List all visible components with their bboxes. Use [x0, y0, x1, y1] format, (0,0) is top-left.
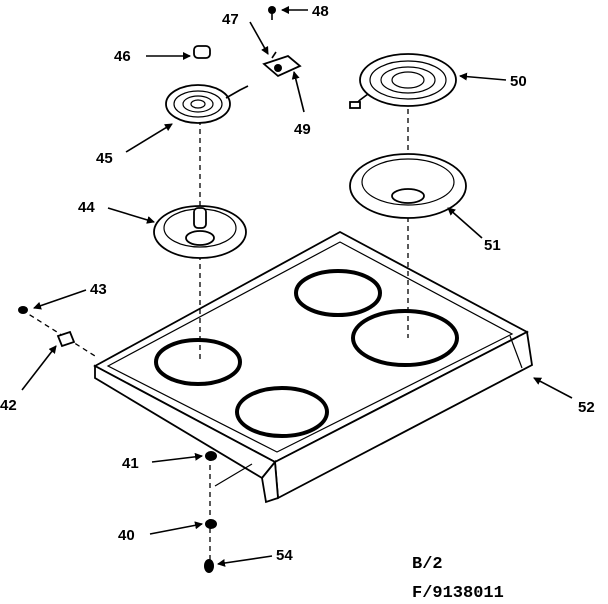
callout-46: 46: [114, 48, 131, 65]
hardware-54: [204, 559, 214, 573]
receptacle-47: [262, 51, 302, 78]
surface-element-45: [165, 84, 249, 124]
figure-code: F/9138011: [412, 584, 504, 603]
cooktop-opening-front-right: [235, 386, 329, 438]
hardware-42: [56, 330, 76, 348]
screw-48: [268, 6, 276, 20]
callout-49: 49: [294, 121, 311, 138]
sheet-code: B/2 F/9138011: [412, 555, 504, 603]
cooktop-top-52: [93, 230, 533, 504]
callout-50: 50: [510, 73, 527, 90]
callout-51: 51: [484, 237, 501, 254]
callout-42: 42: [0, 397, 17, 414]
hardware-40: [205, 519, 217, 529]
hardware-43: [18, 306, 28, 314]
callout-47: 47: [222, 11, 239, 28]
callout-labels: 46 47 48 49 45 50 44 51 43 42 52 41 40 5…: [0, 3, 595, 564]
surface-element-50: [349, 53, 457, 109]
cooktop-opening-rear-right: [351, 309, 459, 367]
callout-44: 44: [78, 199, 95, 216]
callout-41: 41: [122, 455, 139, 472]
cooktop-opening-rear-left: [294, 269, 382, 317]
callout-54: 54: [276, 547, 293, 564]
leader-lines: [21, 6, 573, 567]
hardware-41: [205, 451, 217, 461]
callout-52: 52: [578, 399, 595, 416]
callout-48: 48: [312, 3, 329, 20]
element-cap-46: [193, 45, 211, 59]
callout-40: 40: [118, 527, 135, 544]
drip-bowl-51: [349, 153, 467, 219]
callout-45: 45: [96, 150, 113, 167]
cooktop-opening-front-left: [154, 338, 242, 386]
callout-43: 43: [90, 281, 107, 298]
page-code: B/2: [412, 555, 443, 574]
drip-bowl-44: [153, 205, 247, 259]
